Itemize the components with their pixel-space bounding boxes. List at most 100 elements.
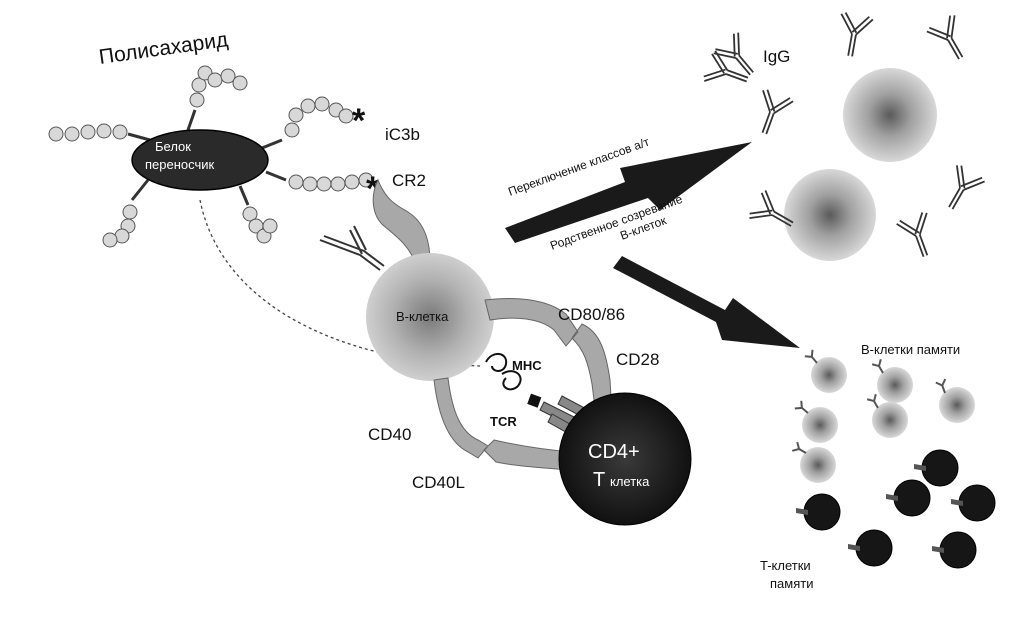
igg-antibody-8-strand xyxy=(760,192,772,215)
sugar-bead-4-4 xyxy=(330,176,346,192)
igg-antibodies xyxy=(703,12,985,257)
memory-b-receptor-3-strand xyxy=(794,400,809,414)
cd4-label-line2-big: T xyxy=(593,469,605,491)
memory-t-cell-3 xyxy=(958,484,996,522)
b-cell xyxy=(366,253,494,381)
cr2-label: CR2 xyxy=(392,171,426,190)
igg-antibody-5-strand xyxy=(773,100,794,115)
memory-b-cell-3 xyxy=(802,407,838,443)
sugar-bead-1-5 xyxy=(48,126,64,142)
chain-stalk-6 xyxy=(130,179,150,201)
sugar-bead-4-1 xyxy=(288,174,304,190)
memory-b-cell-4 xyxy=(872,402,908,438)
cd80-label: CD80/86 xyxy=(558,305,625,324)
sugar-bead-4-5 xyxy=(344,174,360,190)
memory-t-tcr-2 xyxy=(886,494,898,501)
memory-b-cell-6 xyxy=(800,447,836,483)
igg-antibody-4-strand xyxy=(946,15,952,39)
memory-b-cell-1 xyxy=(811,357,847,393)
memory-t-label-line2: памяти xyxy=(770,576,813,591)
sugar-bead-3-4 xyxy=(314,96,330,112)
carrier-label-line2: переносчик xyxy=(145,157,215,172)
sugar-bead-4-6 xyxy=(358,172,374,188)
igg-antibody-7-strand xyxy=(914,212,924,235)
igg-antibody-4-strand xyxy=(950,15,956,39)
memory-b-receptor-4-strand xyxy=(866,393,879,409)
igg-antibody-7-strand xyxy=(918,234,929,256)
chain-stalk-3 xyxy=(261,138,283,150)
sugar-bead-2-1 xyxy=(189,92,205,108)
igg-label: IgG xyxy=(763,47,790,66)
memory-b-receptor-6 xyxy=(791,441,807,454)
chain-stalk-5 xyxy=(238,185,250,206)
memory-t-label-line1: T-клетки xyxy=(760,558,811,573)
sugar-bead-1-3 xyxy=(80,124,96,140)
igg-antibody-7-strand xyxy=(915,235,925,257)
igg-antibody-8-strand xyxy=(764,190,775,212)
memory-b-receptor-2-strand xyxy=(871,358,884,374)
igg-antibody-4-strand xyxy=(926,30,949,41)
mhc-label: MHC xyxy=(512,358,542,373)
igg-antibody-1-strand xyxy=(732,33,736,57)
igg-antibody-6-strand xyxy=(948,187,961,208)
cd4-label-line1: CD4+ xyxy=(588,441,640,463)
igg-antibody-3-strand xyxy=(840,13,853,35)
plasma-cell-1 xyxy=(843,68,937,162)
cd40l-label: CD40L xyxy=(412,473,465,492)
igg-antibody-2 xyxy=(703,50,749,83)
carrier-label-line1: Белок xyxy=(155,139,191,154)
memory-b-receptor-5-strand xyxy=(935,378,947,394)
memory-b-receptor-2 xyxy=(871,358,884,374)
igg-antibody-7-strand xyxy=(896,223,917,237)
igg-antibody-5 xyxy=(761,89,794,135)
igg-antibody-5-strand xyxy=(762,90,771,113)
igg-antibody-5-strand xyxy=(765,113,775,135)
igg-antibody-5-strand xyxy=(761,111,771,133)
igg-antibody-2-strand xyxy=(714,50,729,71)
arrow-to-igg xyxy=(505,142,752,243)
ic3b-asterisk: * xyxy=(352,102,366,140)
sugar-bead-4-2 xyxy=(302,176,318,192)
bcell-surface-antibody xyxy=(319,225,385,271)
igg-antibody-2-strand xyxy=(727,69,749,79)
sugar-bead-6-4 xyxy=(102,232,118,248)
polysaccharide-label: Полисахарид xyxy=(97,28,229,69)
memory-b-receptor-6-strand xyxy=(791,441,807,454)
igg-antibody-3-strand xyxy=(851,34,857,57)
memory-t-cell-1 xyxy=(921,449,959,487)
sugar-bead-3-2 xyxy=(288,107,304,123)
igg-antibody-3-strand xyxy=(847,33,853,56)
memory-b-cell-5 xyxy=(939,387,975,423)
sugar-bead-3-1 xyxy=(284,122,300,138)
igg-antibody-6-strand xyxy=(951,189,965,210)
igg-antibody-3-strand xyxy=(851,16,870,33)
sugar-bead-5-4 xyxy=(262,218,278,234)
igg-antibody-1-strand xyxy=(738,54,754,73)
igg-antibody-2-strand xyxy=(711,53,725,74)
memory-b-receptor-3 xyxy=(794,400,809,414)
igg-antibody-8-strand xyxy=(771,214,792,227)
memory-t-cell-4 xyxy=(803,493,841,531)
sugar-bead-1-2 xyxy=(96,123,112,139)
igg-antibody-7-strand xyxy=(918,212,928,235)
cd28-label: CD28 xyxy=(616,350,659,369)
bcell-label: B-клетка xyxy=(396,309,449,324)
antigen-peptide xyxy=(527,393,542,408)
memory-b-cells xyxy=(791,349,975,483)
cd4-label-line2-small: клетка xyxy=(610,474,650,489)
chain-stalk-2 xyxy=(186,109,197,131)
igg-antibody-8 xyxy=(749,190,794,227)
polysaccharide-chains xyxy=(48,65,374,248)
memory-b-receptor-4 xyxy=(866,393,879,409)
memory-t-tcr-6 xyxy=(932,546,944,553)
igg-antibody-4-strand xyxy=(947,39,960,60)
carrier-protein xyxy=(131,129,269,191)
sugar-bead-2-6 xyxy=(232,75,248,91)
memory-t-cell-2 xyxy=(893,479,931,517)
memory-t-cell-5 xyxy=(855,529,893,567)
cd40-label: CD40 xyxy=(368,425,411,444)
igg-antibody-6-strand xyxy=(960,176,983,188)
memory-b-receptor-1-strand xyxy=(804,349,818,364)
igg-antibody-6-strand xyxy=(955,165,961,189)
igg-antibody-1-strand xyxy=(737,32,740,56)
